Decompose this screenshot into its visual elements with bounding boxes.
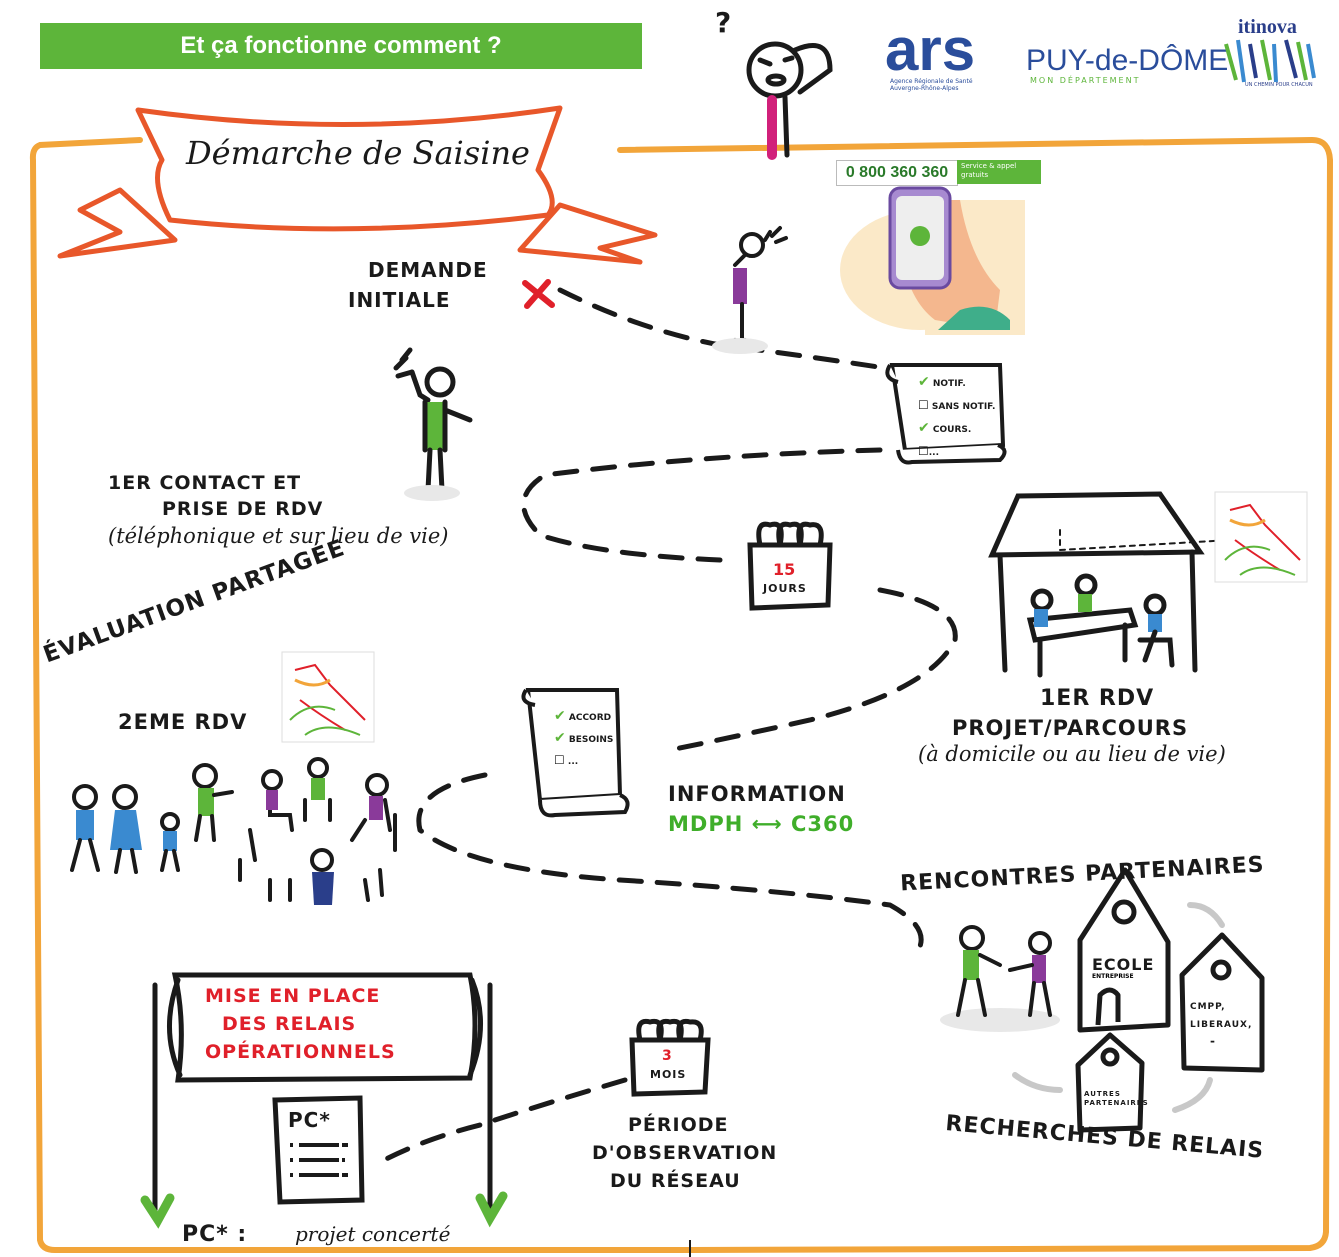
checklist-2: ✔ ACCORD ✔ BESOINS ☐ ... xyxy=(554,706,613,772)
contact-label-3: (téléphonique et sur lieu de vie) xyxy=(108,524,449,548)
phone-illustration xyxy=(840,186,1025,335)
scroll-checklist-1 xyxy=(885,363,1007,465)
checklist-1-item: ☐ SANS NOTIF. xyxy=(918,398,996,412)
relais-frame xyxy=(140,972,508,1229)
contact-label-1: 1ER CONTACT ET xyxy=(108,472,302,494)
checklist-2-item: ✔ BESOINS xyxy=(554,730,614,746)
puy-de-dome-logo: PUY-de-DÔME xyxy=(1026,44,1229,77)
red-x-mark xyxy=(522,279,555,309)
periode-label-2: D'OBSERVATION xyxy=(592,1142,778,1164)
rdv2-label: 2EME RDV xyxy=(118,710,248,734)
phone-number[interactable]: 0 800 360 360 xyxy=(836,160,958,186)
svg-text:?: ? xyxy=(715,6,731,39)
checklist-1-item: ☐... xyxy=(918,444,940,458)
ars-logo-text: ars xyxy=(885,16,976,83)
cmpp-dash: - xyxy=(1210,1034,1216,1048)
pc-footnote-label: PC* : xyxy=(182,1222,248,1247)
periode-label-1: PÉRIODE xyxy=(628,1114,729,1136)
ars-logo-subtitle: Agence Régionale de Santé Auvergne-Rhône… xyxy=(890,78,973,92)
cmpp-label: CMPP, xyxy=(1190,1002,1226,1012)
person-calling-top xyxy=(712,226,788,354)
autres-partenaires-label: AUTRES PARTENAIRES xyxy=(1084,1090,1149,1107)
partners-meeting xyxy=(940,925,1060,1032)
calendar-3-unit: MOIS xyxy=(650,1068,687,1081)
checklist-2-item: ✔ ACCORD xyxy=(554,708,612,724)
ars-logo: ars xyxy=(885,20,975,80)
rdv1-label-3: (à domicile ou au lieu de vie) xyxy=(918,742,1226,766)
demande-label-1: DEMANDE xyxy=(368,258,488,282)
information-label: INFORMATION xyxy=(668,782,846,806)
cycle-arrows xyxy=(1012,902,1225,1113)
family-group xyxy=(70,757,397,905)
puy-de-dome-subtitle: MON DÉPARTEMENT xyxy=(1030,76,1141,85)
meeting-room xyxy=(988,491,1231,678)
periode-label-3: DU RÉSEAU xyxy=(610,1170,741,1192)
scroll-checklist-2 xyxy=(521,688,630,818)
demande-label-2: INITIALE xyxy=(348,288,451,312)
checklist-1-item: ✔ NOTIF. xyxy=(918,374,966,390)
itinova-subtitle: UN CHEMIN POUR CHACUN xyxy=(1245,82,1313,88)
mindmap-thumbnail-1 xyxy=(1214,491,1308,583)
school-building xyxy=(1077,867,1171,1033)
cmpp-building xyxy=(1179,932,1265,1073)
thinking-person xyxy=(746,41,833,160)
checklist-1: ✔ NOTIF. ☐ SANS NOTIF. ✔ COURS. ☐... xyxy=(918,372,995,464)
checklist-1-item: ✔ COURS. xyxy=(918,420,972,436)
checklist-2-item: ☐ ... xyxy=(554,753,579,767)
phone-badge: Service & appel gratuits xyxy=(957,160,1041,184)
other-partners-building xyxy=(1075,1032,1145,1133)
ribbon-banner xyxy=(57,105,658,265)
rdv1-label-1: 1ER RDV xyxy=(1040,686,1155,711)
mise-label-2: DES RELAIS xyxy=(222,1013,357,1035)
calendar-15-number: 15 xyxy=(773,560,796,579)
mdph-c360-label: MDPH ⟷ C360 xyxy=(668,812,855,836)
calendar-15-unit: JOURS xyxy=(763,582,807,595)
banner-title: Démarche de Saisine xyxy=(186,134,530,172)
calendar-15-days xyxy=(747,521,833,611)
header-title: Et ça fonctionne comment ? xyxy=(40,23,642,69)
ecole-label: ECOLE xyxy=(1092,955,1155,974)
mise-label-3: OPÉRATIONNELS xyxy=(205,1041,396,1063)
entreprise-label: ENTREPRISE xyxy=(1092,973,1134,980)
mindmap-thumbnail-2 xyxy=(281,651,375,743)
liberaux-label: LIBERAUX, xyxy=(1190,1020,1253,1030)
pc-document xyxy=(272,1095,365,1205)
orange-frame xyxy=(29,136,1334,1253)
mise-label-1: MISE EN PLACE xyxy=(205,985,381,1007)
rdv1-label-2: PROJET/PARCOURS xyxy=(952,716,1189,740)
pc-document-title: PC* xyxy=(288,1108,331,1132)
pc-footnote-definition: projet concerté xyxy=(295,1222,451,1246)
person-calling-contact xyxy=(393,347,473,501)
itinova-logo: itinova xyxy=(1238,16,1297,38)
contact-label-2: PRISE DE RDV xyxy=(162,498,324,520)
calendar-3-number: 3 xyxy=(662,1048,672,1064)
calendar-3-months xyxy=(629,1018,711,1097)
